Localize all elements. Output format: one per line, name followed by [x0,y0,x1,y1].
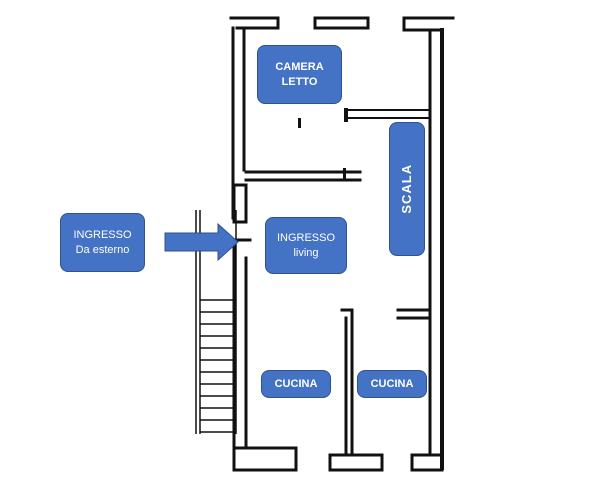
walls [228,16,455,472]
ingresso-esterno-line1: INGRESSO [73,228,132,241]
camera-letto-line2: LETTO [281,75,318,88]
ingresso-living-label: INGRESSO living [265,217,347,274]
bottom-wall-right [410,453,444,472]
scala-rail [347,109,429,119]
cucina-left-label: CUCINA [261,370,331,398]
top-wall-left [229,16,280,30]
ingresso-esterno-label: INGRESSO Da esterno [60,213,145,272]
entrance-frame [232,243,248,450]
bedroom-partition [244,170,362,182]
kitchen-partition [340,308,354,457]
left-wall-thick [232,183,248,224]
scala-text: SCALA [399,164,415,214]
entrance-arrow-icon [164,222,239,262]
ingresso-living-line1: INGRESSO [276,231,336,244]
right-wall-top [402,16,444,32]
ingresso-living-line2: living [293,246,319,259]
kitchen-top-right [396,308,432,320]
scala-label: SCALA [389,122,425,256]
ingresso-esterno-line2: Da esterno [75,243,130,256]
camera-letto-label: CAMERA LETTO [257,45,342,104]
wall-marks [298,108,348,180]
cucina-right-label: CUCINA [357,370,427,398]
bottom-wall-left [232,446,298,472]
camera-letto-line1: CAMERA [275,60,324,73]
bottom-wall-middle [328,453,384,472]
top-wall-middle [313,16,370,30]
cucina-left-text: CUCINA [274,377,318,390]
cucina-right-text: CUCINA [370,377,414,390]
